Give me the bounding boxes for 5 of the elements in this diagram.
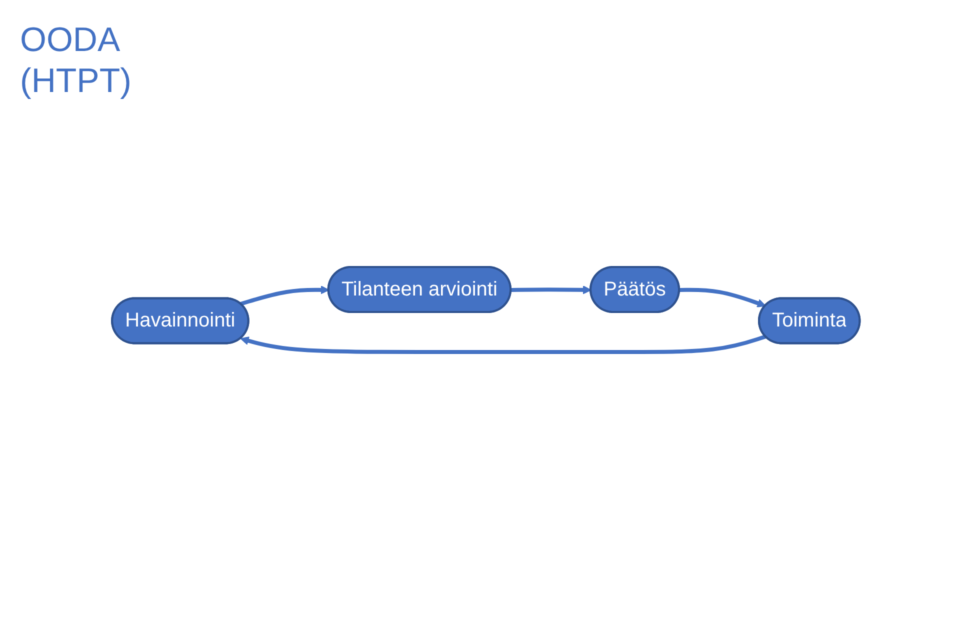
- arrow: [510, 286, 592, 294]
- arrow: [679, 288, 766, 308]
- center-title: OODA (HTPT): [20, 20, 132, 102]
- arrow: [240, 334, 766, 354]
- arrow: [240, 286, 329, 306]
